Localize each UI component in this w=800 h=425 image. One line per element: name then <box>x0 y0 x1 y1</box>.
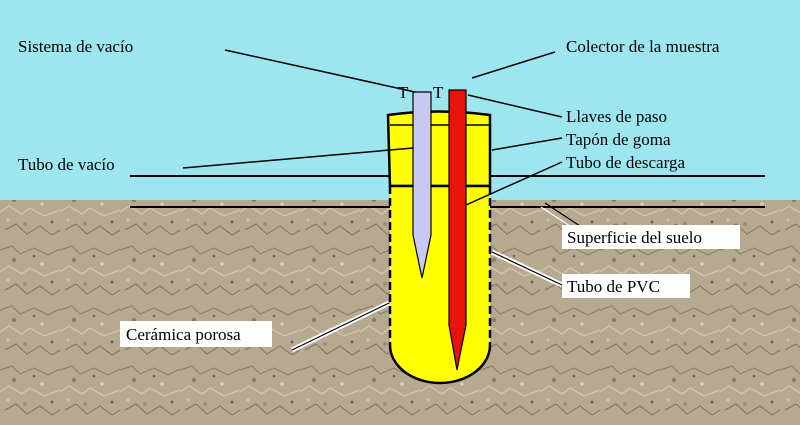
label-rubber-stopper: Tapón de goma <box>566 130 671 149</box>
leader-vacuum-tube <box>182 147 414 169</box>
leader-soil-surface-a <box>544 202 581 227</box>
porous-ceramic-bottom <box>388 344 492 385</box>
leader-rubber-stopper <box>491 137 563 151</box>
leader-vacuum-system <box>224 49 416 93</box>
leader-sample-collector <box>471 51 556 79</box>
label-pvc-tube: Tubo de PVC <box>567 277 660 296</box>
leader-discharge-tube <box>465 161 563 206</box>
label-box-porous-ceramic <box>120 321 272 347</box>
leader-ceramic-black <box>291 302 390 351</box>
label-soil-surface: Superficie del suelo <box>567 228 702 247</box>
valve-left-label: T <box>398 83 409 102</box>
pvc-tube-body <box>390 186 490 383</box>
leader-stopcocks <box>467 94 563 118</box>
label-sample-collector: Colector de la muestra <box>566 37 720 56</box>
label-discharge-tube: Tubo de descarga <box>566 153 685 172</box>
valve-right-label: T <box>433 83 444 102</box>
vacuum-tube <box>412 91 432 279</box>
label-vacuum-tube: Tubo de vacío <box>18 155 115 174</box>
discharge-tube <box>448 89 467 371</box>
leader-pvc-black <box>491 251 563 286</box>
label-box-soil-surface <box>562 225 740 249</box>
label-porous-ceramic: Cerámica porosa <box>126 325 241 344</box>
label-box-pvc-tube <box>562 274 690 298</box>
label-stopcocks: Llaves de paso <box>566 107 667 126</box>
label-vacuum-system: Sistema de vacío <box>18 37 133 56</box>
